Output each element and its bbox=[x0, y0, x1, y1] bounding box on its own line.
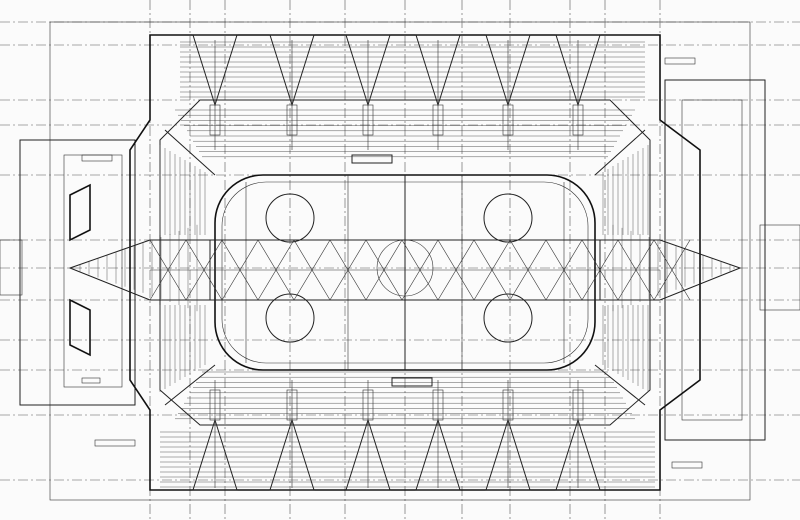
truss-diagonal bbox=[617, 239, 655, 301]
vomitory-south bbox=[269, 418, 315, 491]
end-wedges bbox=[68, 239, 742, 301]
scoreboard-north bbox=[351, 154, 393, 164]
wedge-hatching bbox=[79, 224, 731, 312]
annotation-box-s bbox=[94, 439, 136, 447]
stair-south bbox=[502, 389, 514, 421]
scoreboard-south bbox=[391, 377, 433, 387]
faceoff-circle-se bbox=[483, 293, 533, 343]
annotation-box-nw bbox=[81, 154, 113, 162]
east-entry-block bbox=[759, 224, 800, 311]
west-wedge bbox=[68, 239, 211, 301]
west-stair-shape bbox=[69, 183, 91, 242]
corner-aisle bbox=[594, 364, 646, 406]
corner-aisle bbox=[594, 129, 646, 176]
annotation-box-se bbox=[671, 461, 703, 469]
faceoff-circle-ne bbox=[483, 193, 533, 243]
vomitory-triangles bbox=[164, 34, 646, 491]
stair-north bbox=[362, 104, 374, 136]
seat-rows bbox=[159, 41, 655, 488]
faceoff-circle-sw bbox=[265, 293, 315, 343]
truss-diagonal bbox=[653, 239, 691, 301]
east-annex-inner bbox=[681, 99, 743, 421]
west-annex bbox=[19, 139, 136, 406]
corner-aisle bbox=[164, 129, 216, 176]
truss-diagonal bbox=[473, 239, 511, 301]
stair-south bbox=[286, 389, 298, 421]
truss-diagonal bbox=[365, 239, 403, 301]
bowl-outer-outline bbox=[129, 34, 701, 491]
ice-rink bbox=[214, 174, 596, 371]
corner-aisle bbox=[164, 364, 216, 406]
faceoff-circle-nw bbox=[265, 193, 315, 243]
stair-south bbox=[362, 389, 374, 421]
stair-north bbox=[502, 104, 514, 136]
truss-diagonal bbox=[329, 239, 367, 301]
annotation-box-ne bbox=[664, 57, 696, 65]
vomitory-south bbox=[555, 418, 601, 491]
vomitory-south bbox=[192, 418, 238, 491]
stair-south bbox=[572, 389, 584, 421]
vomitory-north bbox=[269, 34, 315, 107]
truss-diagonal bbox=[221, 239, 259, 301]
west-stair-shape-lower bbox=[69, 298, 91, 357]
stair-south bbox=[209, 389, 221, 421]
east-annex bbox=[664, 79, 766, 441]
truss-diagonal bbox=[149, 239, 187, 301]
plan-annotations bbox=[81, 57, 703, 469]
truss-diagonal bbox=[437, 239, 475, 301]
truss-diagonal bbox=[257, 239, 295, 301]
vomitory-north bbox=[485, 34, 531, 107]
east-wedge bbox=[599, 239, 742, 301]
vomitory-south bbox=[485, 418, 531, 491]
stair-north bbox=[432, 104, 444, 136]
stair-north bbox=[572, 104, 584, 136]
stair-north bbox=[209, 104, 221, 136]
west-entry-block bbox=[0, 239, 23, 296]
stair-north bbox=[286, 104, 298, 136]
building-outline bbox=[0, 21, 800, 501]
stair-south bbox=[432, 389, 444, 421]
roof-truss-lattice bbox=[149, 239, 691, 301]
truss-diagonal bbox=[545, 239, 583, 301]
vomitory-south bbox=[345, 418, 391, 491]
truss-diagonal bbox=[293, 239, 331, 301]
truss-diagonal bbox=[401, 239, 439, 301]
west-annex-inner bbox=[63, 154, 123, 388]
outer-building-wall bbox=[49, 21, 751, 501]
truss-diagonal bbox=[185, 239, 223, 301]
truss-diagonal bbox=[509, 239, 547, 301]
vomitory-north bbox=[192, 34, 238, 107]
vomitory-north bbox=[415, 34, 461, 107]
vomitory-north bbox=[555, 34, 601, 107]
annotation-box-sw bbox=[81, 377, 101, 384]
vomitory-north bbox=[345, 34, 391, 107]
vomitory-south bbox=[415, 418, 461, 491]
